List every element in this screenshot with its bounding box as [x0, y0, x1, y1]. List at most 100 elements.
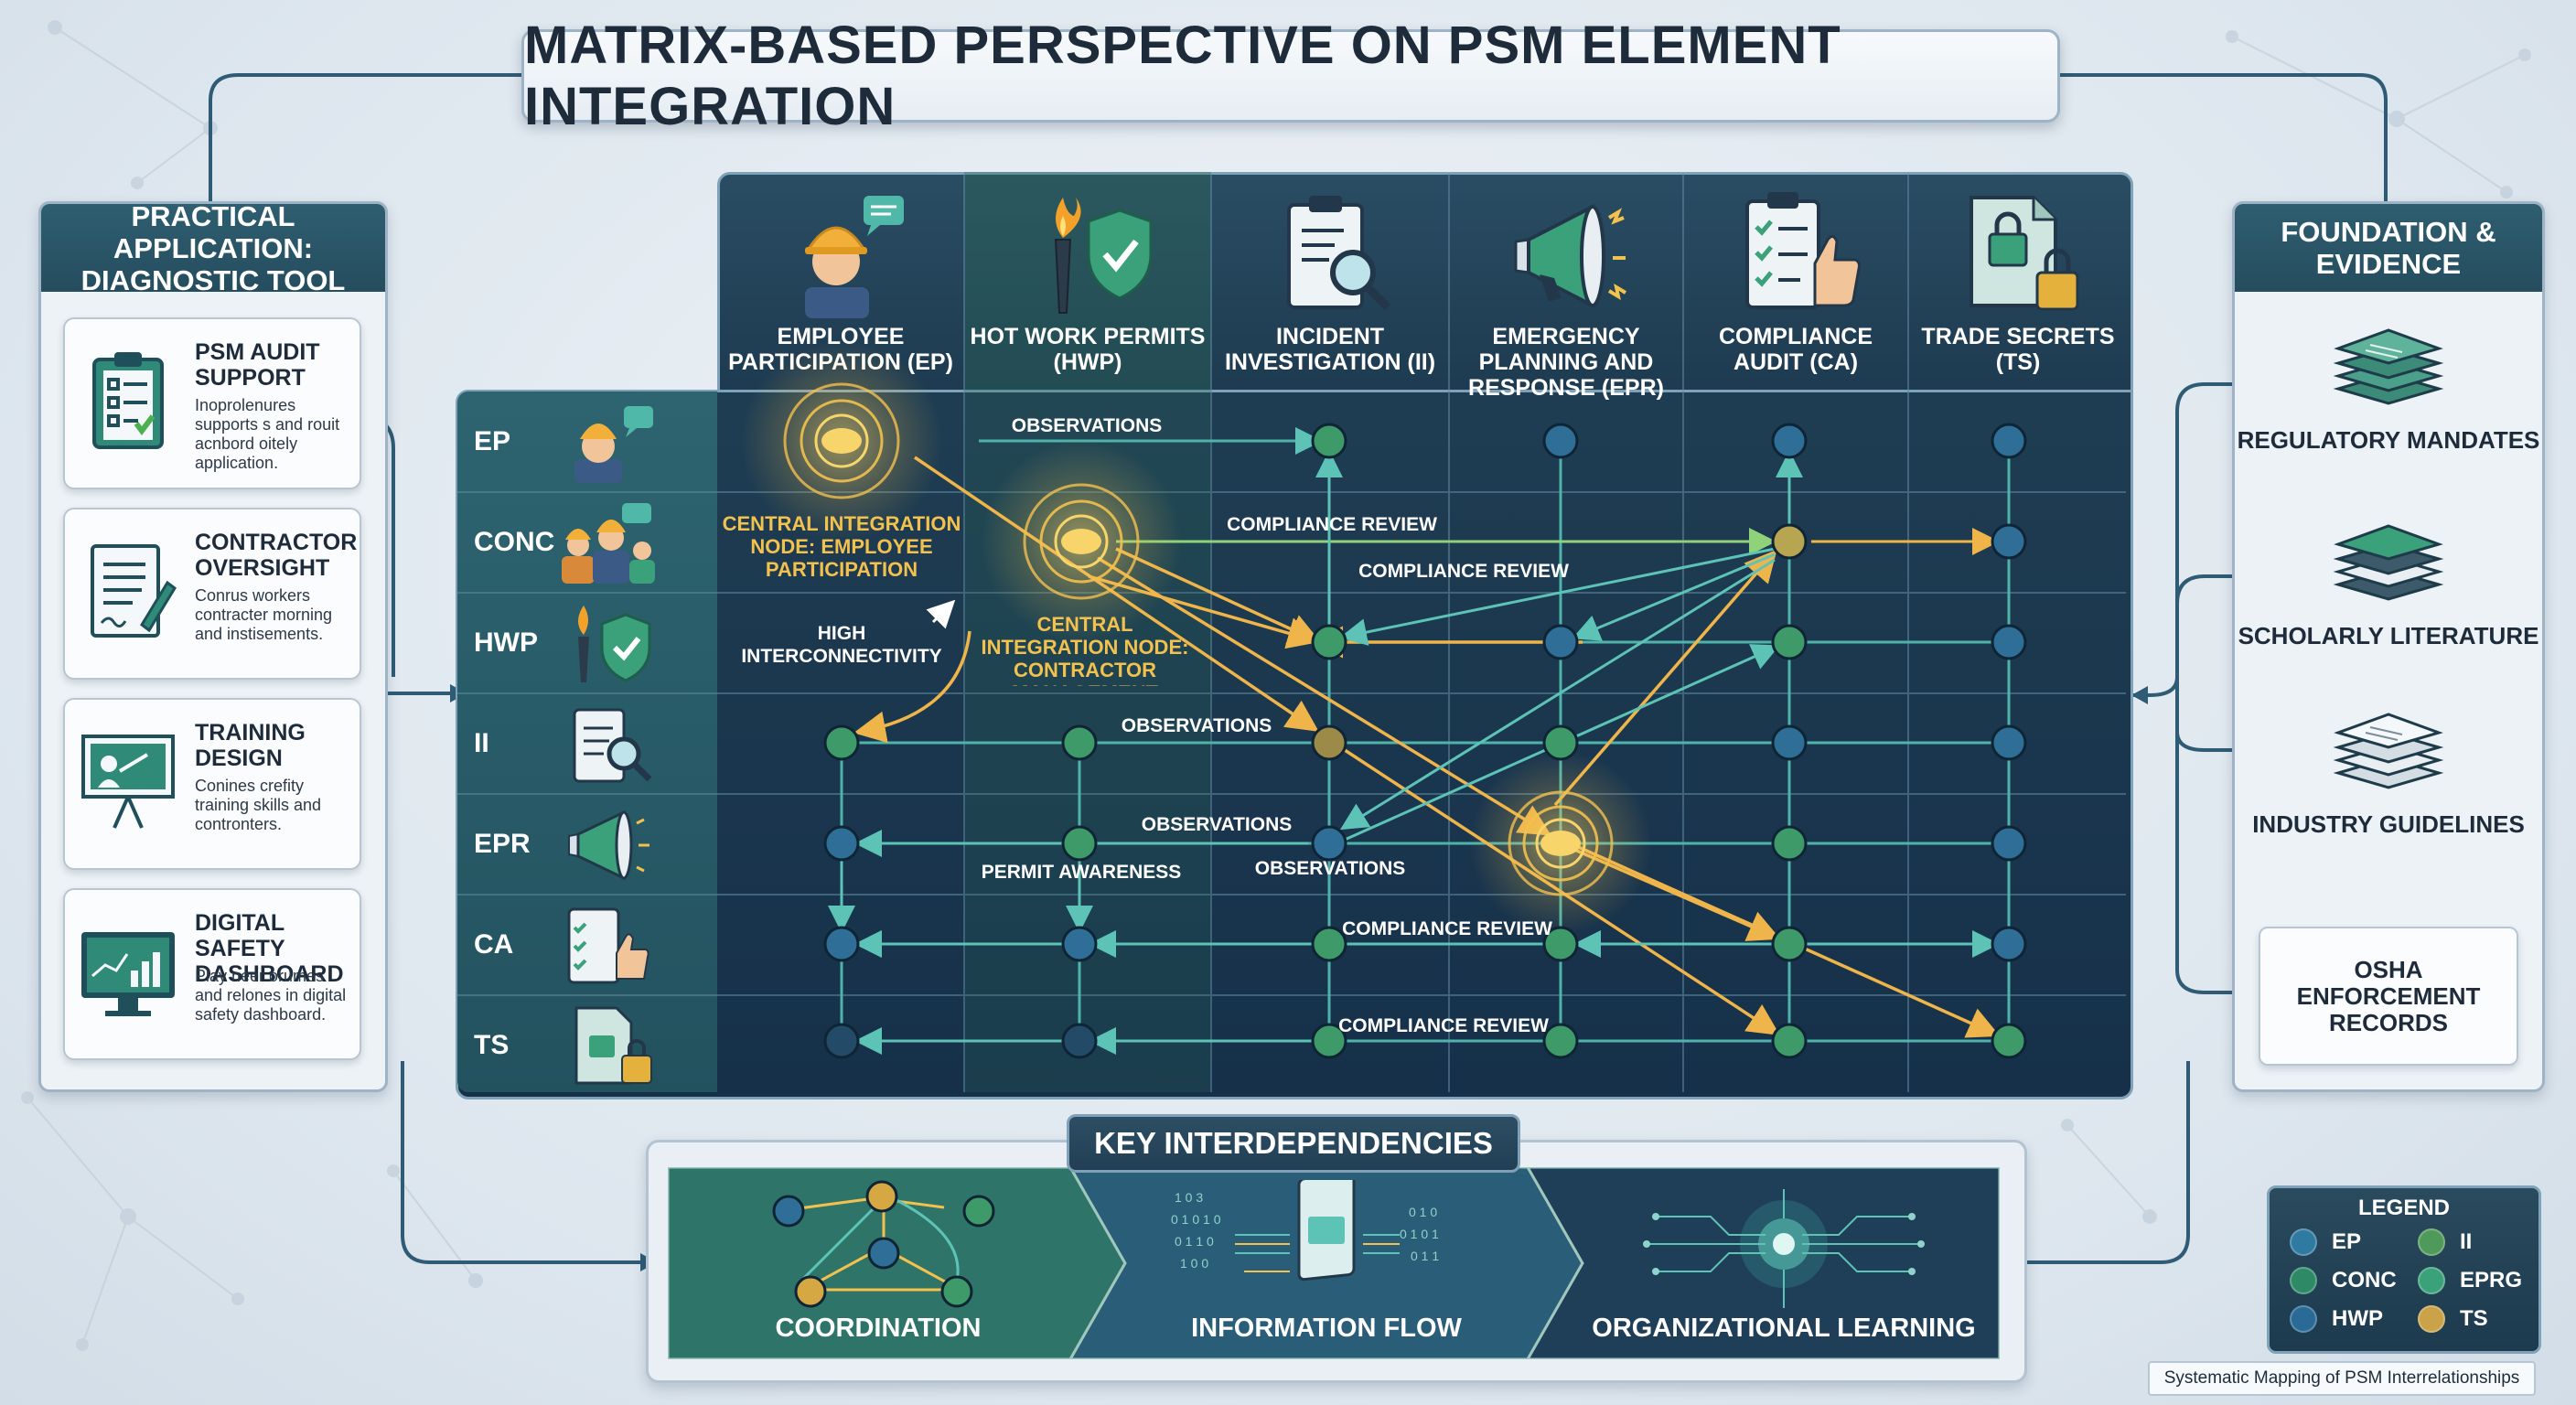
svg-text:1 0 0: 1 0 0 — [1180, 1256, 1208, 1271]
flow-label-observations: OBSERVATIONS — [1255, 858, 1406, 879]
worker-speech-icon — [574, 406, 653, 483]
foundation-label: INDUSTRY GUIDELINES — [2252, 810, 2525, 838]
megaphone-icon — [568, 810, 649, 881]
key-item-organizational-learning: ORGANIZATIONAL LEARNING — [1592, 1314, 1976, 1343]
card-description: Conrus workers contracter morning and in… — [195, 586, 333, 643]
row-header-ep[interactable]: EP — [457, 391, 717, 492]
row-header-conc[interactable]: CONC — [457, 492, 717, 593]
foundation-label: SCHOLARLY LITERATURE — [2238, 622, 2539, 649]
legend-entry-ep: EP — [2290, 1228, 2361, 1256]
legend-swatch — [2418, 1305, 2445, 1333]
flow-label-observations: OBSERVATIONS — [1122, 715, 1272, 736]
card-psm-audit-support[interactable]: PSM AUDIT SUPPORT Inoprolenures supports… — [63, 317, 361, 489]
row-header-ii[interactable]: II — [457, 693, 717, 794]
row-header-epr[interactable]: EPR — [457, 794, 717, 895]
column-header-ii[interactable]: INCIDENT INVESTIGATION (II) — [1211, 172, 1449, 391]
foundation-item-scholarly[interactable]: SCHOLARLY LITERATURE — [2235, 508, 2542, 649]
column-label: COMPLIANCE AUDIT (CA) — [1718, 324, 1873, 375]
checklist-thumbsup-icon — [567, 907, 649, 984]
hub-glow-ep — [741, 340, 942, 542]
legend-label: EPRG — [2460, 1268, 2523, 1292]
legend-label: TS — [2460, 1306, 2488, 1331]
svg-text:0 1 0: 0 1 0 — [1409, 1205, 1437, 1219]
card-title: DIGITAL SAFETY DASHBOARD — [195, 910, 344, 987]
foundation-evidence-panel: FOUNDATION & EVIDENCE REGULATORY MANDATE… — [2232, 201, 2545, 1092]
row-label: CA — [474, 929, 514, 960]
foundation-label: REGULATORY MANDATES — [2237, 426, 2540, 454]
column-label: EMERGENCY PLANNING AND RESPONSE (EPR) — [1468, 324, 1664, 401]
row-header-ca[interactable]: CA — [457, 895, 717, 995]
card-digital-safety-dashboard[interactable]: DIGITAL SAFETY DASHBOARD Play neer orume… — [63, 888, 361, 1060]
caption: Systematic Mapping of PSM Interrelations… — [2148, 1361, 2536, 1396]
card-title: CONTRACTOR OVERSIGHT — [195, 530, 358, 581]
checklist-thumbsup-icon — [1745, 192, 1861, 309]
key-interdependencies-title: KEY INTERDEPENDENCIES — [1067, 1114, 1520, 1173]
column-header-hwp[interactable]: HOT WORK PERMITS (HWP) — [964, 172, 1211, 391]
hub-glow-cm — [981, 441, 1182, 642]
information-flow-icon: 1 0 30 1 0 1 00 1 1 01 0 0 0 1 00 1 0 10… — [1171, 1180, 1439, 1282]
page-title: MATRIX-BASED PERSPECTIVE ON PSM ELEMENT … — [521, 16, 2060, 136]
column-header-ts[interactable]: TRADE SECRETS (TS) — [1908, 172, 2128, 391]
card-description: Inoprolenures supports s and rouit acnbo… — [195, 396, 340, 472]
foundation-item-industry[interactable]: INDUSTRY GUIDELINES — [2235, 696, 2542, 838]
column-label: HOT WORK PERMITS (HWP) — [970, 324, 1206, 375]
svg-text:0 1 0 1 0: 0 1 0 1 0 — [1171, 1212, 1221, 1227]
monitor-chart-icon — [81, 932, 175, 1016]
hub-label-contractor-management: CENTRAL INTEGRATION NODE: CONTRACTOR MAN… — [981, 613, 1189, 686]
legend-entry-eprg: EPRG — [2418, 1267, 2522, 1294]
row-label: HWP — [474, 627, 538, 658]
clipboard-magnifier-icon — [573, 708, 652, 783]
legend-label: EP — [2332, 1229, 2362, 1254]
foundation-item-regulatory[interactable]: REGULATORY MANDATES — [2235, 312, 2542, 454]
document-pen-icon — [91, 544, 177, 638]
legend-entry-ii: II — [2418, 1228, 2472, 1256]
osha-enforcement-records[interactable]: OSHA ENFORCEMENT RECORDS — [2259, 927, 2518, 1066]
column-header-epr[interactable]: EMERGENCY PLANNING AND RESPONSE (EPR) — [1449, 172, 1683, 401]
row-header-ts[interactable]: TS — [457, 995, 717, 1096]
document-lock-icon — [1970, 196, 2079, 311]
row-label: EP — [474, 426, 511, 456]
card-contractor-oversight[interactable]: CONTRACTOR OVERSIGHT Conrus workers cont… — [63, 508, 361, 680]
page-title-text: MATRIX-BASED PERSPECTIVE ON PSM ELEMENT … — [524, 16, 1841, 136]
book-stack-icon — [2333, 524, 2444, 601]
flow-label-observations: OBSERVATIONS — [1012, 415, 1163, 436]
row-label: II — [474, 728, 489, 758]
flow-label-compliance-review: COMPLIANCE REVIEW — [1227, 514, 1437, 535]
svg-text:0 1 1 0: 0 1 1 0 — [1175, 1234, 1214, 1249]
hub-label-employee-participation: CENTRAL INTEGRATION NODE: EMPLOYEE PARTI… — [722, 512, 961, 581]
diagnostic-tool-panel: PRACTICAL APPLICATION: DIAGNOSTIC TOOL P… — [38, 200, 388, 1092]
legend-swatch — [2290, 1267, 2317, 1294]
legend-entry-conc: CONC — [2290, 1267, 2397, 1294]
coordination-network-icon — [772, 1180, 995, 1308]
legend-label: II — [2460, 1229, 2473, 1254]
flow-label-compliance-review: COMPLIANCE REVIEW — [1338, 1015, 1549, 1036]
paper-stack-icon — [2333, 713, 2444, 789]
flow-label-high-interconnectivity: HIGH INTERCONNECTIVITY — [741, 623, 942, 667]
column-label: INCIDENT INVESTIGATION (II) — [1224, 324, 1436, 375]
card-description: Conines crefity training skills and cont… — [195, 777, 322, 833]
document-stack-icon — [2333, 328, 2444, 405]
matrix-row-headers: EP CONC HWP II — [457, 391, 717, 1092]
card-training-design[interactable]: TRAINING DESIGN Conines crefity training… — [63, 698, 361, 870]
row-label: CONC — [474, 527, 555, 557]
document-lock-icon — [574, 1006, 652, 1085]
row-label: EPR — [474, 829, 531, 859]
column-header-ca[interactable]: COMPLIANCE AUDIT (CA) — [1683, 172, 1908, 391]
presentation-board-icon — [81, 735, 175, 829]
megaphone-icon — [1514, 203, 1627, 309]
legend-label: HWP — [2332, 1306, 2383, 1331]
key-item-coordination: COORDINATION — [775, 1314, 982, 1343]
flow-label-observations: OBSERVATIONS — [1142, 814, 1293, 835]
legend-swatch — [2290, 1228, 2317, 1256]
clipboard-magnifier-icon — [1287, 196, 1391, 311]
svg-text:0 1 0 1: 0 1 0 1 — [1400, 1227, 1439, 1241]
torch-shield-icon — [1054, 198, 1153, 314]
svg-text:1 0 3: 1 0 3 — [1175, 1190, 1203, 1205]
matrix-column-header-band — [717, 172, 2133, 397]
row-header-hwp[interactable]: HWP — [457, 593, 717, 693]
worker-group-icon — [562, 503, 655, 584]
torch-shield-icon — [578, 606, 651, 682]
legend: LEGEND EP II CONC EPRG HWP TS — [2267, 1185, 2541, 1354]
matrix-body — [456, 390, 2133, 1099]
hub-glow-epr — [1469, 752, 1652, 935]
